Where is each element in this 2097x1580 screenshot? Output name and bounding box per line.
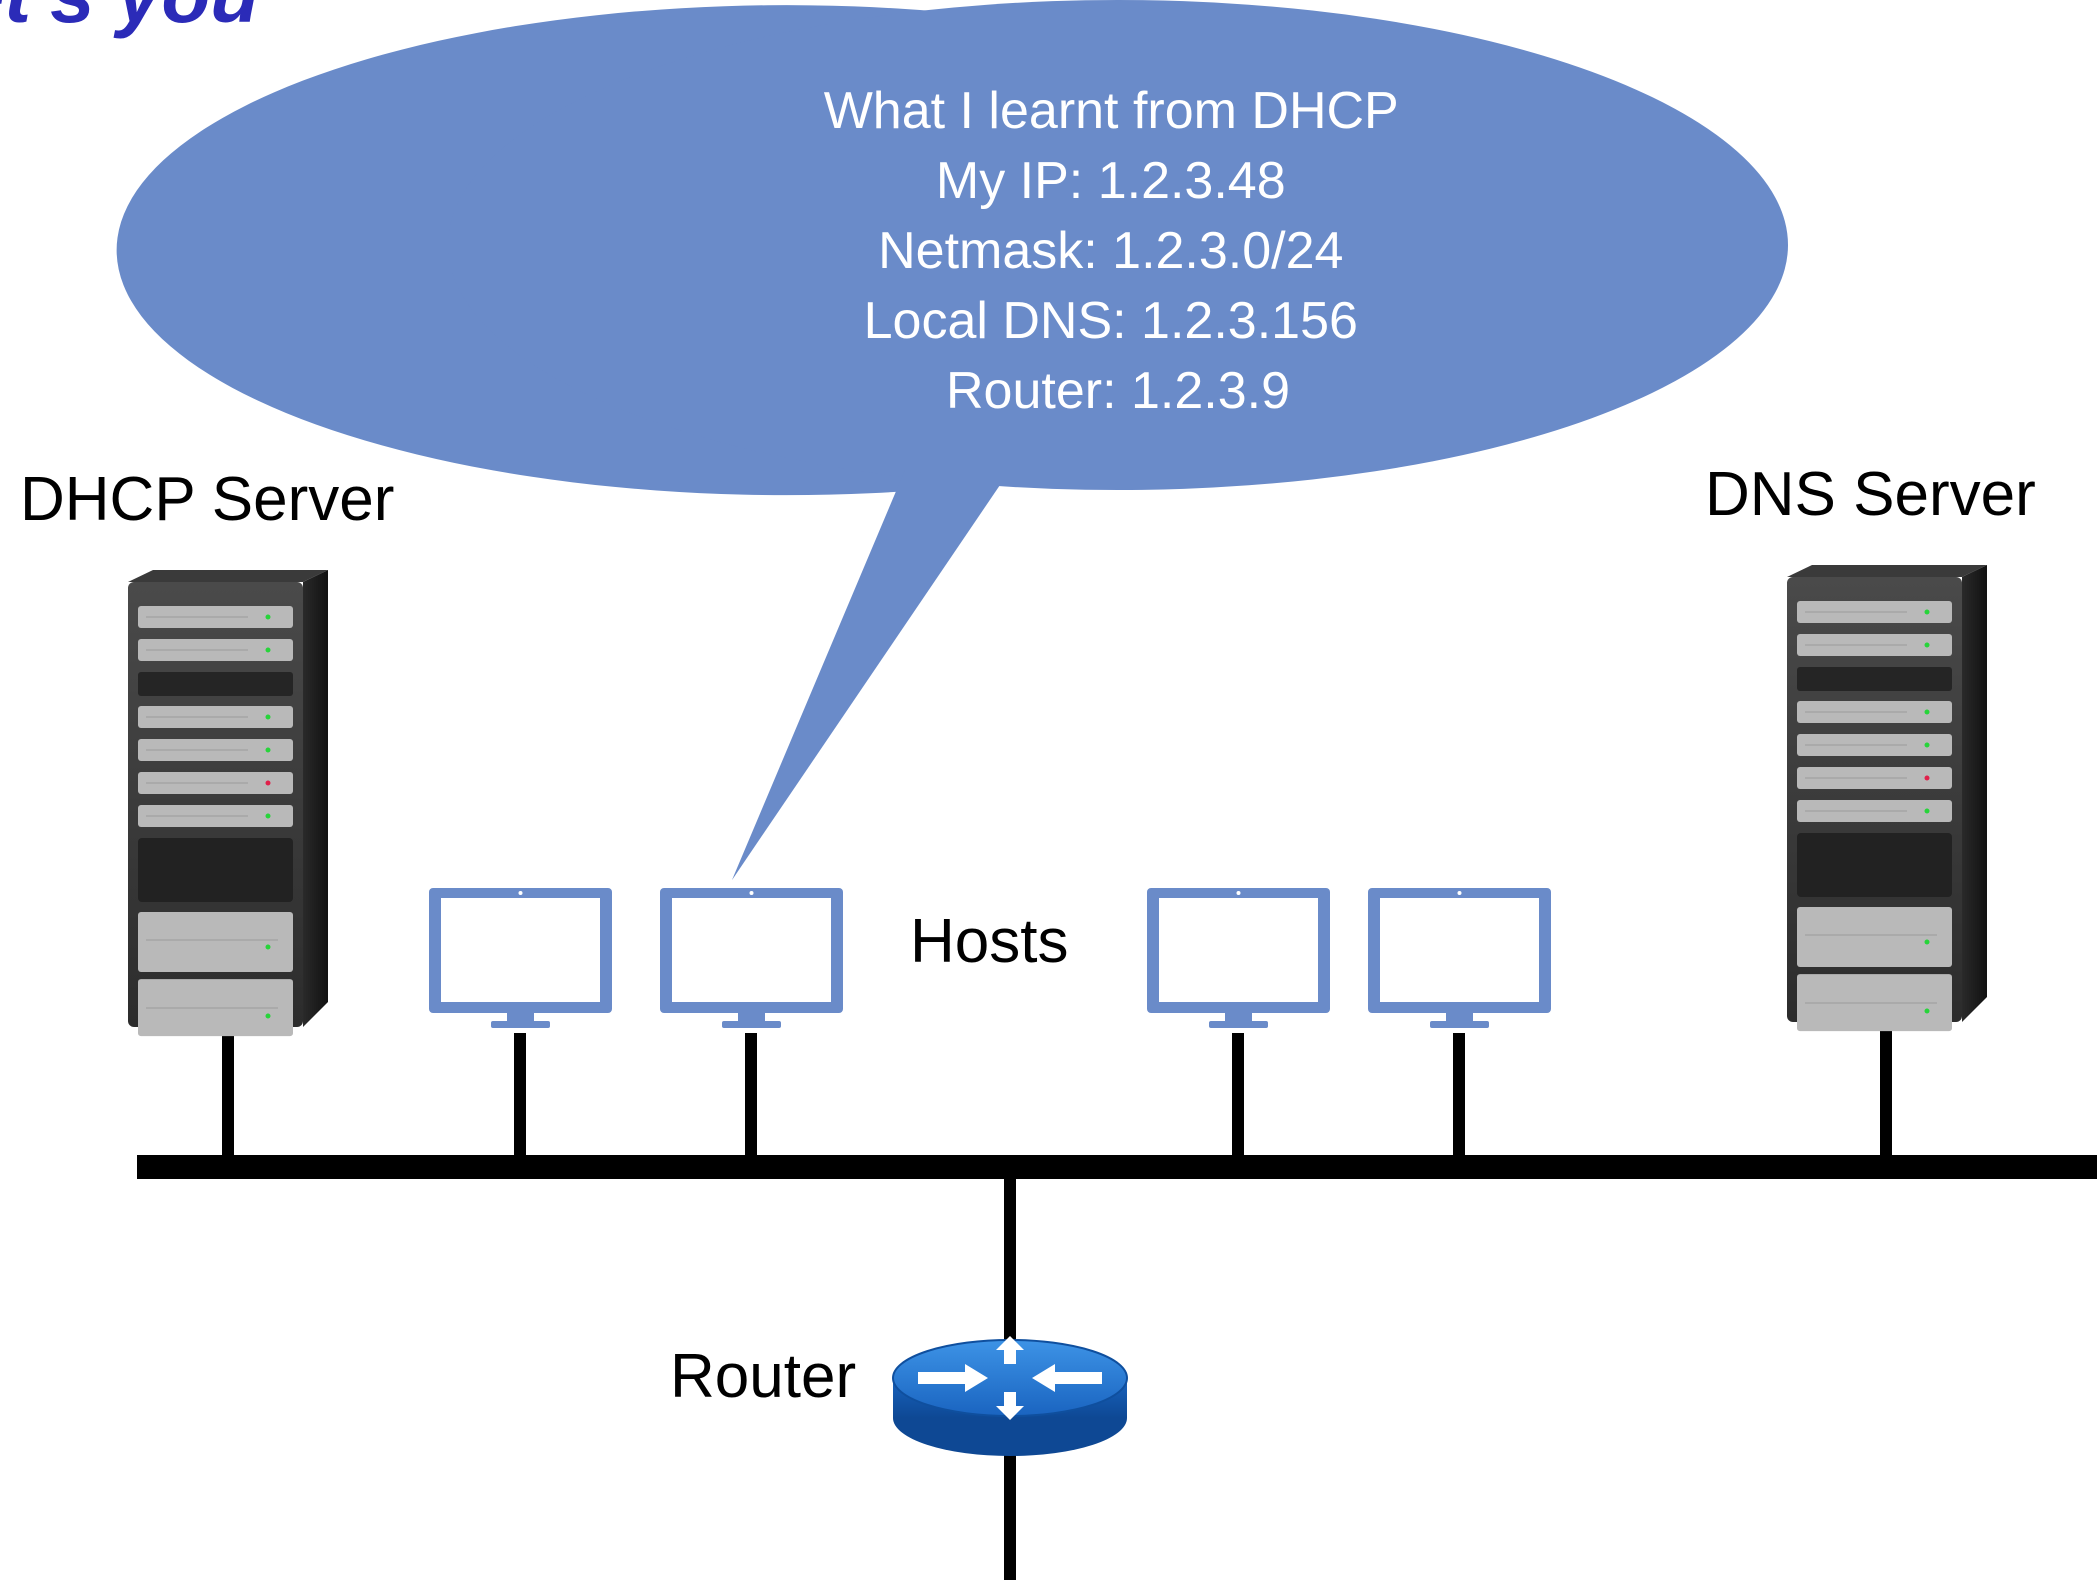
server-rack-icon (1786, 564, 1988, 1032)
server-rack-icon (127, 569, 329, 1037)
dns-server (1786, 564, 1988, 1032)
monitor-icon (429, 888, 612, 1028)
hosts-label: Hosts (910, 907, 1068, 976)
network-links (137, 1020, 2097, 1580)
bubble-line-5: Router: 1.2.3.9 (946, 362, 1290, 420)
router-label: Router (670, 1342, 856, 1411)
host-2 (660, 888, 843, 1028)
speech-bubble: What I learnt from DHCP My IP: 1.2.3.48 … (116, 0, 1788, 880)
bubble-line-3: Netmask: 1.2.3.0/24 (878, 222, 1343, 280)
host-1 (429, 888, 612, 1028)
host-4 (1368, 888, 1551, 1028)
svg-text:What I learnt from DHCP: What I learnt from DHCP My IP: 1.2.3.48 … (824, 82, 1413, 420)
dhcp-server-label: DHCP Server (20, 465, 394, 534)
router (892, 1336, 1128, 1456)
bubble-line-4: Local DNS: 1.2.3.156 (864, 292, 1358, 350)
dns-server-label: DNS Server (1705, 460, 2036, 529)
monitor-icon (660, 888, 843, 1028)
bubble-line-1: What I learnt from DHCP (824, 82, 1398, 140)
bubble-line-2: My IP: 1.2.3.48 (936, 152, 1286, 210)
speech-bubble-body (448, 0, 1788, 490)
speech-bubble-tail (732, 470, 1000, 880)
title-fragment: et's you (0, 0, 259, 39)
monitor-icon (1368, 888, 1551, 1028)
router-icon (892, 1336, 1128, 1456)
monitor-icon (1147, 888, 1330, 1028)
host-3 (1147, 888, 1330, 1028)
dhcp-server (127, 569, 329, 1037)
